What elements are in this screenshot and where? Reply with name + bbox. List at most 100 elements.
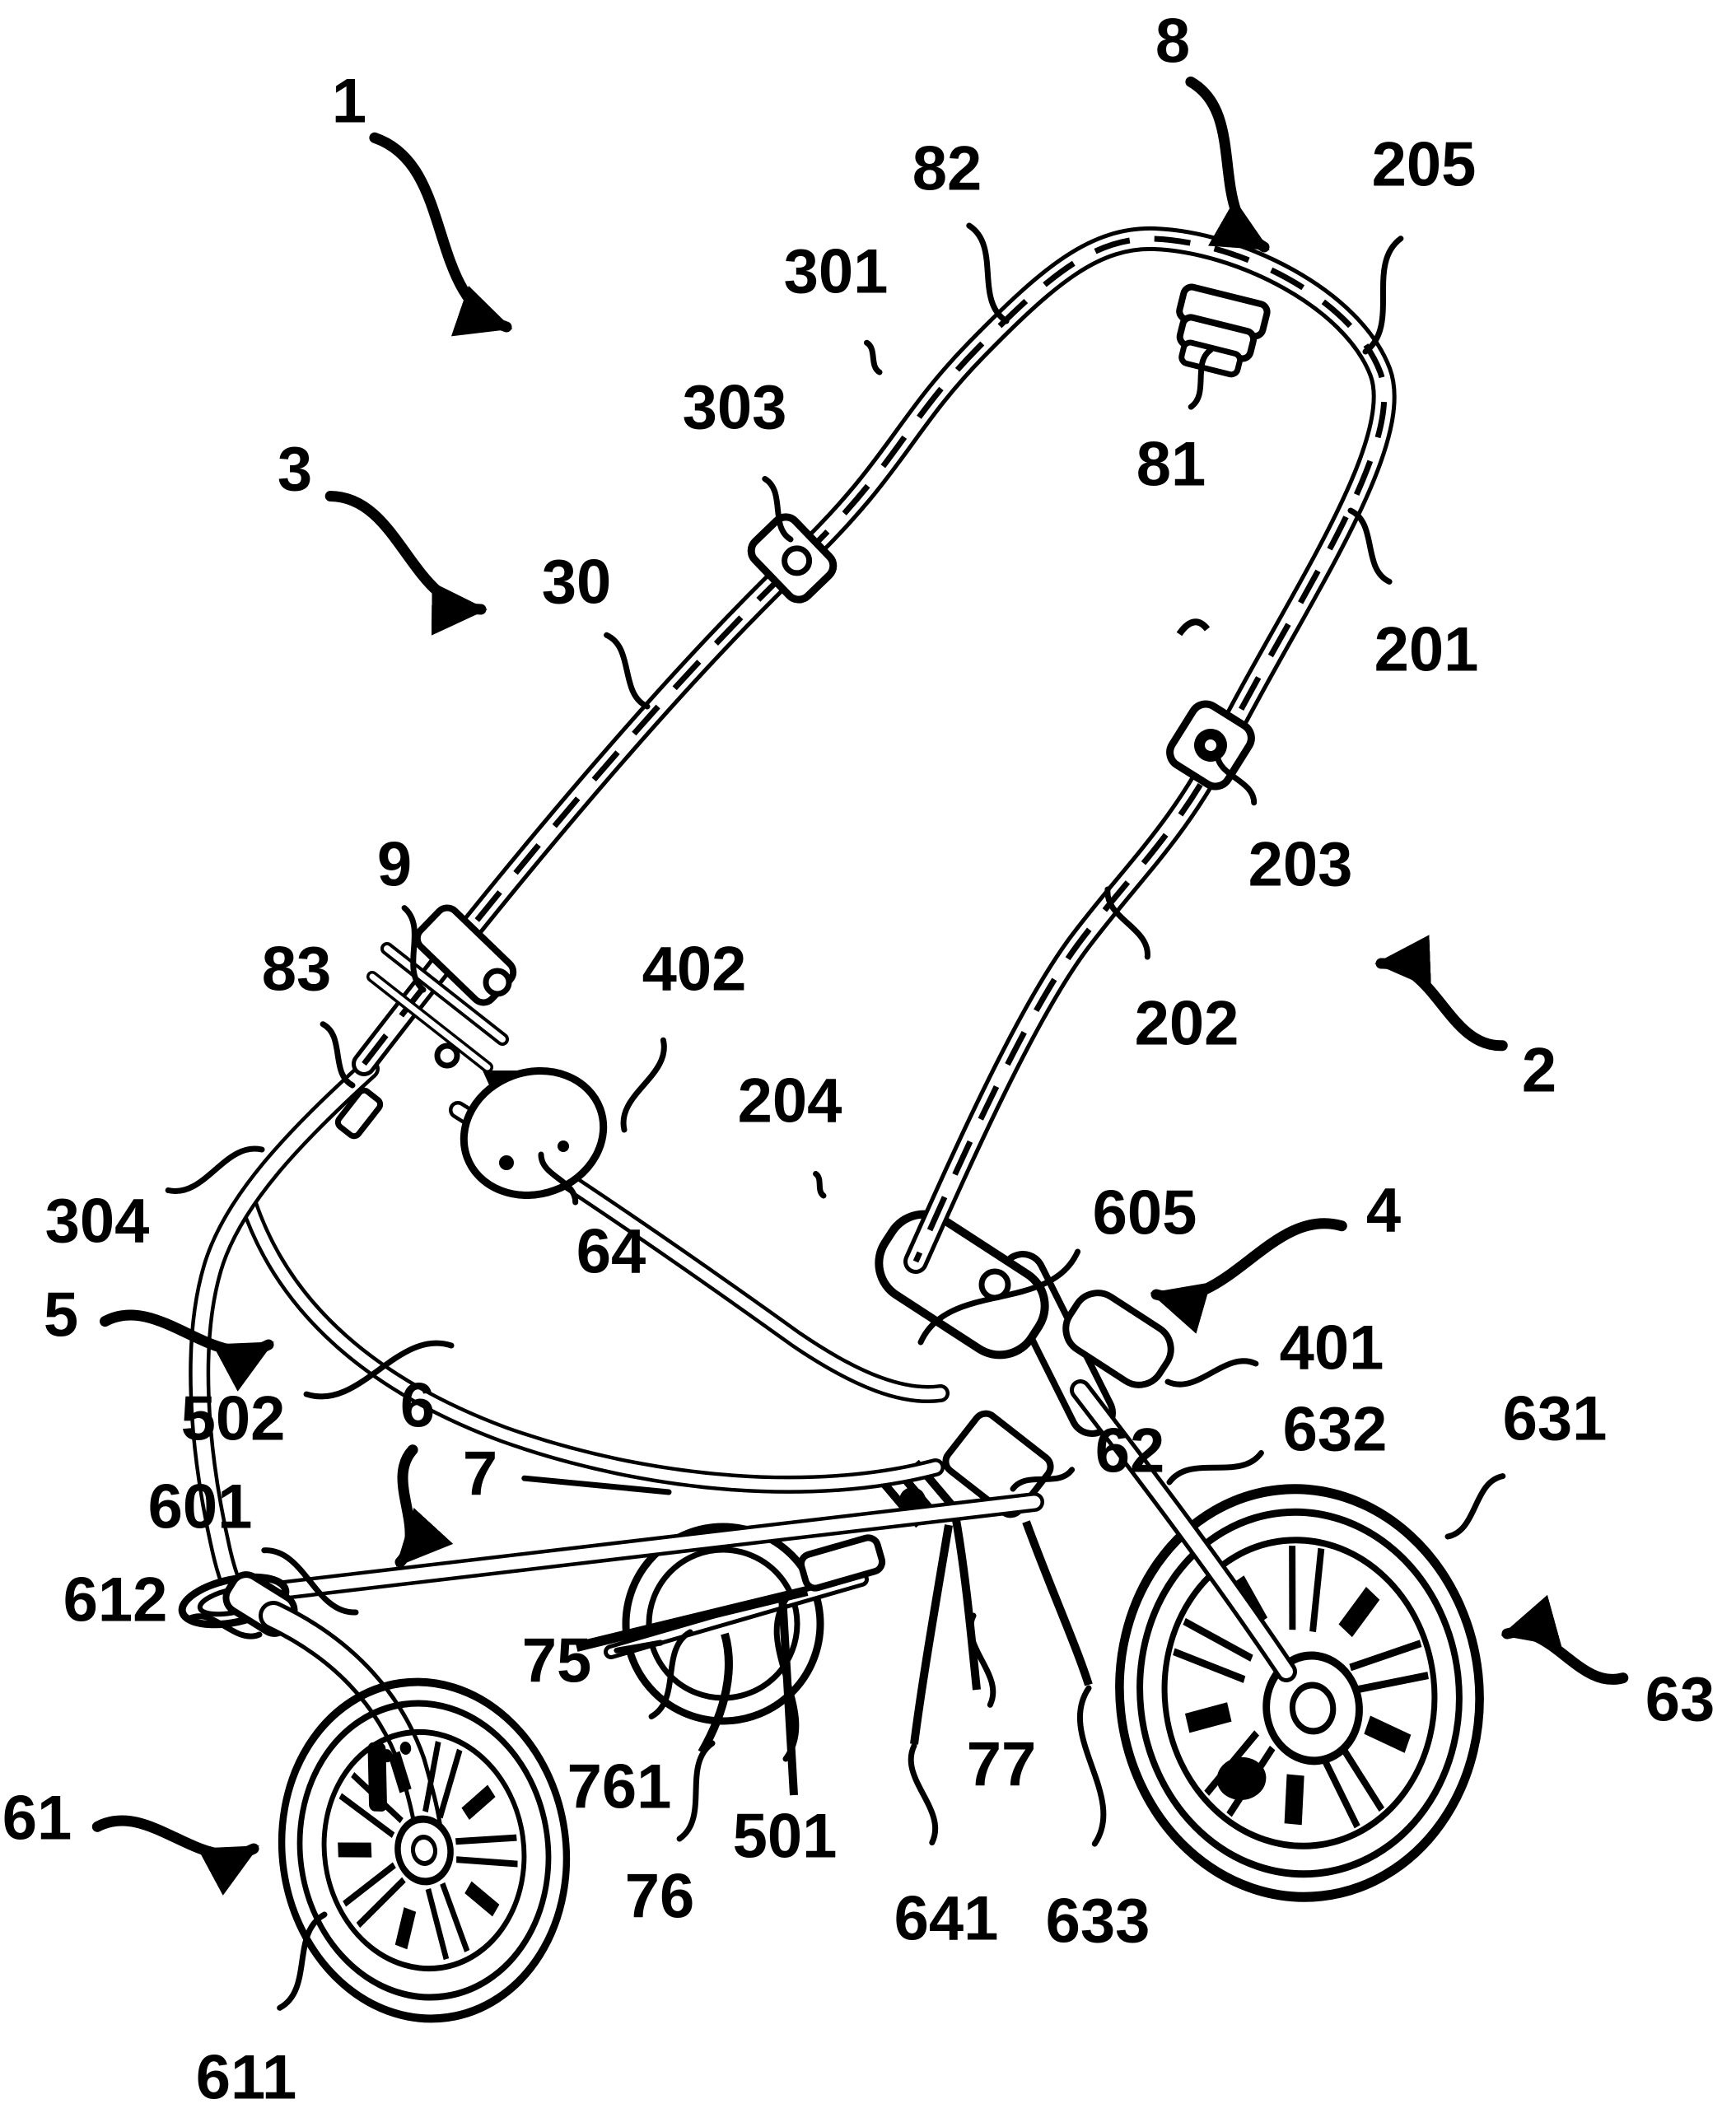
ref-label-83: 83 [262, 935, 332, 1005]
front-spokes [338, 1741, 518, 1961]
ref-label-4: 4 [1366, 1176, 1401, 1246]
leader-line-7 [521, 1475, 672, 1495]
catch-tab-83 [334, 1087, 384, 1140]
ref-label-201: 201 [1374, 615, 1479, 685]
basket-tube [240, 1195, 945, 1494]
ref-label-61: 61 [2, 1784, 72, 1854]
ref-label-605: 605 [1093, 1178, 1197, 1248]
leader-line-303 [762, 476, 794, 543]
ref-label-5: 5 [44, 1280, 78, 1350]
pointer-arrow-8 [1185, 76, 1270, 253]
ref-label-1: 1 [332, 67, 366, 137]
leader-line-77 [968, 1612, 996, 1708]
ref-label-612: 612 [63, 1565, 168, 1635]
leader-line-201 [1347, 507, 1393, 585]
leader-line-501 [773, 1594, 800, 1762]
leader-line-304 [165, 1145, 265, 1194]
bottom-bar [239, 1492, 1044, 1604]
ref-label-631: 631 [1503, 1384, 1608, 1454]
strut-633 [1022, 1520, 1093, 1686]
leader-line-205 [1362, 236, 1404, 355]
front-rivet [381, 1749, 393, 1763]
pointer-arrow-61 [91, 1815, 259, 1896]
pointer-arrow-6 [394, 1444, 454, 1568]
leader-line-30 [604, 632, 651, 710]
front-rim [321, 1728, 527, 1972]
ref-label-63: 63 [1645, 1665, 1715, 1735]
leader-line-76 [676, 1740, 716, 1842]
rear-tire-inner [1136, 1508, 1463, 1878]
latch-pivot [434, 1043, 460, 1069]
front-wheel [278, 1677, 571, 2023]
reference-leaders [91, 76, 1629, 2011]
ref-label-62: 62 [1095, 1416, 1165, 1486]
leader-line-204 [813, 1171, 827, 1199]
ref-label-30: 30 [542, 548, 612, 618]
plate-hole [558, 1140, 569, 1152]
ref-label-202: 202 [1135, 989, 1239, 1059]
strut-501 [778, 1595, 798, 1796]
front-tire-outer [278, 1677, 571, 2023]
ref-label-8: 8 [1155, 7, 1190, 77]
leader-line-82 [966, 222, 1010, 324]
leader-line-761 [648, 1629, 693, 1719]
leader-line-605 [917, 1248, 1081, 1346]
leader-line-601 [261, 1547, 359, 1616]
ref-label-301: 301 [784, 237, 889, 307]
leader-line-502 [303, 1340, 455, 1400]
strut-641 [910, 1524, 953, 1745]
leader-line-75 [614, 1640, 664, 1654]
pointer-arrow-5 [100, 1309, 274, 1392]
leader-line-9 [401, 905, 427, 993]
ref-label-82: 82 [912, 134, 982, 204]
pointer-arrow-3 [324, 491, 488, 636]
leader-line-631 [1444, 1473, 1506, 1540]
leader-line-633 [1076, 1685, 1107, 1847]
handle-loop [352, 226, 1397, 1274]
strut-77 [951, 1514, 981, 1691]
ref-label-64: 64 [576, 1217, 646, 1287]
brake-drum-outer [622, 1523, 824, 1725]
brake-pedal [797, 1534, 886, 1592]
leader-line-301 [864, 339, 883, 375]
rod-75 [575, 1586, 809, 1652]
leader-line-632 [1166, 1450, 1264, 1486]
pointer-arrow-2 [1374, 935, 1508, 1052]
leader-line-203 [1214, 750, 1258, 806]
rear-brake-shadow [1216, 1756, 1267, 1800]
front-lower-tube [189, 1058, 380, 1618]
latch-pivot [483, 968, 512, 997]
front-fork [222, 1571, 443, 1848]
front-brake-bar [367, 1742, 387, 1812]
leader-line-641 [908, 1742, 939, 1846]
clamp-303 [747, 513, 838, 604]
pointer-arrow-1 [369, 132, 513, 337]
ref-label-632: 632 [1283, 1395, 1388, 1465]
leader-line-64 [538, 1151, 579, 1206]
ref-label-502: 502 [181, 1384, 286, 1454]
left-joint [334, 904, 608, 1200]
leader-line-611 [277, 1911, 328, 2011]
ref-label-304: 304 [45, 1187, 150, 1257]
ref-label-501: 501 [733, 1802, 838, 1872]
ref-label-76: 76 [625, 1862, 695, 1932]
ref-label-205: 205 [1372, 130, 1477, 200]
pointer-arrow-63 [1500, 1594, 1629, 1685]
front-tire-inner [296, 1700, 552, 2001]
leader-line-401 [1164, 1358, 1259, 1388]
strut-76 [698, 1632, 733, 1755]
ref-label-402: 402 [642, 935, 747, 1005]
rear-tire-outer [1115, 1484, 1484, 1902]
ref-label-2: 2 [1522, 1036, 1556, 1106]
ref-label-204: 204 [738, 1066, 842, 1136]
ref-label-601: 601 [148, 1472, 253, 1542]
pointer-arrow-4 [1150, 1218, 1347, 1334]
ref-label-633: 633 [1046, 1887, 1150, 1957]
ref-label-7: 7 [463, 1439, 497, 1509]
seat-plate-402 [460, 1066, 608, 1200]
rear-hub [1262, 1651, 1363, 1766]
plate-hole [499, 1155, 514, 1170]
ref-label-9: 9 [377, 830, 412, 900]
front-rivet [399, 1741, 412, 1755]
